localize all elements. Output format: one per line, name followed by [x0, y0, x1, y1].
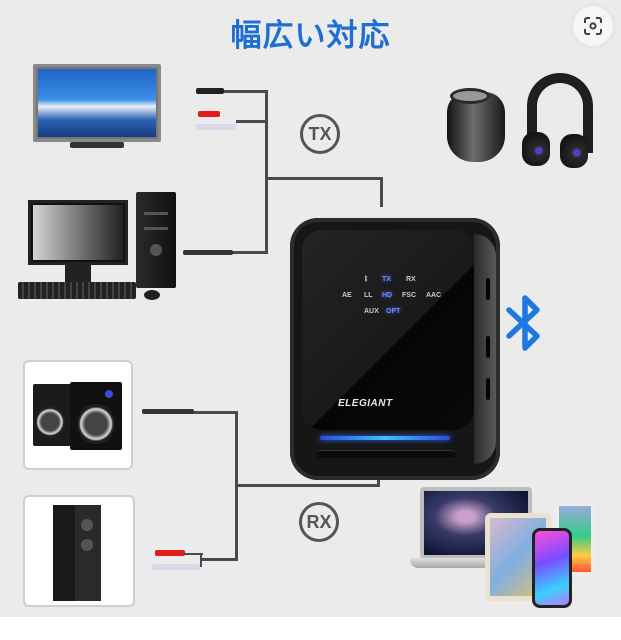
tx-wire — [380, 177, 383, 207]
front-groove — [316, 450, 456, 458]
bluetooth-icon — [506, 295, 540, 351]
monitor-stand — [65, 265, 91, 283]
lens-icon — [584, 17, 602, 35]
rx-wire — [235, 484, 380, 487]
aux-plug — [142, 409, 194, 414]
rca-plug-white — [196, 124, 236, 130]
led-aux: AUX — [364, 308, 379, 315]
tv-image — [33, 64, 161, 142]
laptop-image — [420, 487, 532, 559]
rx-wire — [200, 558, 238, 561]
laptop-base — [410, 558, 540, 568]
rca-wire — [183, 553, 203, 555]
led-bt: ᛒ — [364, 276, 369, 283]
pc-tower-image — [136, 192, 176, 288]
led-aac: AAC — [426, 292, 442, 299]
tx-wire — [265, 177, 383, 180]
tx-badge: TX — [300, 114, 340, 154]
monitor-image — [28, 200, 128, 265]
bluetooth-speaker-top — [450, 88, 490, 104]
led-opt: OPT — [386, 308, 401, 315]
rca-plug-white — [152, 564, 200, 570]
tx-wire — [222, 90, 268, 93]
keyboard-image — [18, 282, 136, 299]
led-hd: HD — [382, 292, 393, 299]
led-tx: TX — [382, 276, 391, 283]
rca-plug-red — [198, 111, 220, 117]
led-ae: AE — [342, 292, 352, 299]
tx-wire — [230, 251, 268, 254]
bookshelf-speakers-card — [23, 360, 133, 470]
rca-wire — [200, 553, 202, 567]
tx-wire — [236, 120, 268, 123]
smartphone-image — [532, 528, 572, 608]
led-fsc: FSC — [402, 292, 416, 299]
headphones-image — [527, 73, 593, 153]
product-image: 幅広い対応 TX RX — [0, 0, 621, 617]
floor-speaker-card — [23, 495, 135, 607]
bluetooth-speaker-image — [447, 92, 505, 162]
rx-wire — [190, 411, 238, 414]
headphone-cup-left — [522, 132, 550, 166]
led-rx: RX — [406, 276, 416, 283]
headphone-cup-right — [560, 134, 588, 168]
tx-wire — [265, 90, 268, 253]
bluetooth-transceiver: ᛒ TX RX AE LL HD FSC AAC AUX OPT ELEGIAN… — [290, 218, 500, 480]
led-ll: LL — [364, 292, 373, 299]
rca-plug-red — [155, 550, 185, 556]
mouse-image — [144, 290, 160, 300]
tv-stand — [70, 142, 124, 148]
aux-plug — [183, 250, 233, 255]
status-lightbar — [320, 436, 450, 440]
visual-search-button[interactable] — [573, 6, 613, 46]
brand-logo: ELEGIANT — [338, 398, 393, 409]
rx-badge: RX — [299, 502, 339, 542]
image-title: 幅広い対応 — [230, 18, 391, 54]
rca-plug-black — [196, 88, 224, 94]
